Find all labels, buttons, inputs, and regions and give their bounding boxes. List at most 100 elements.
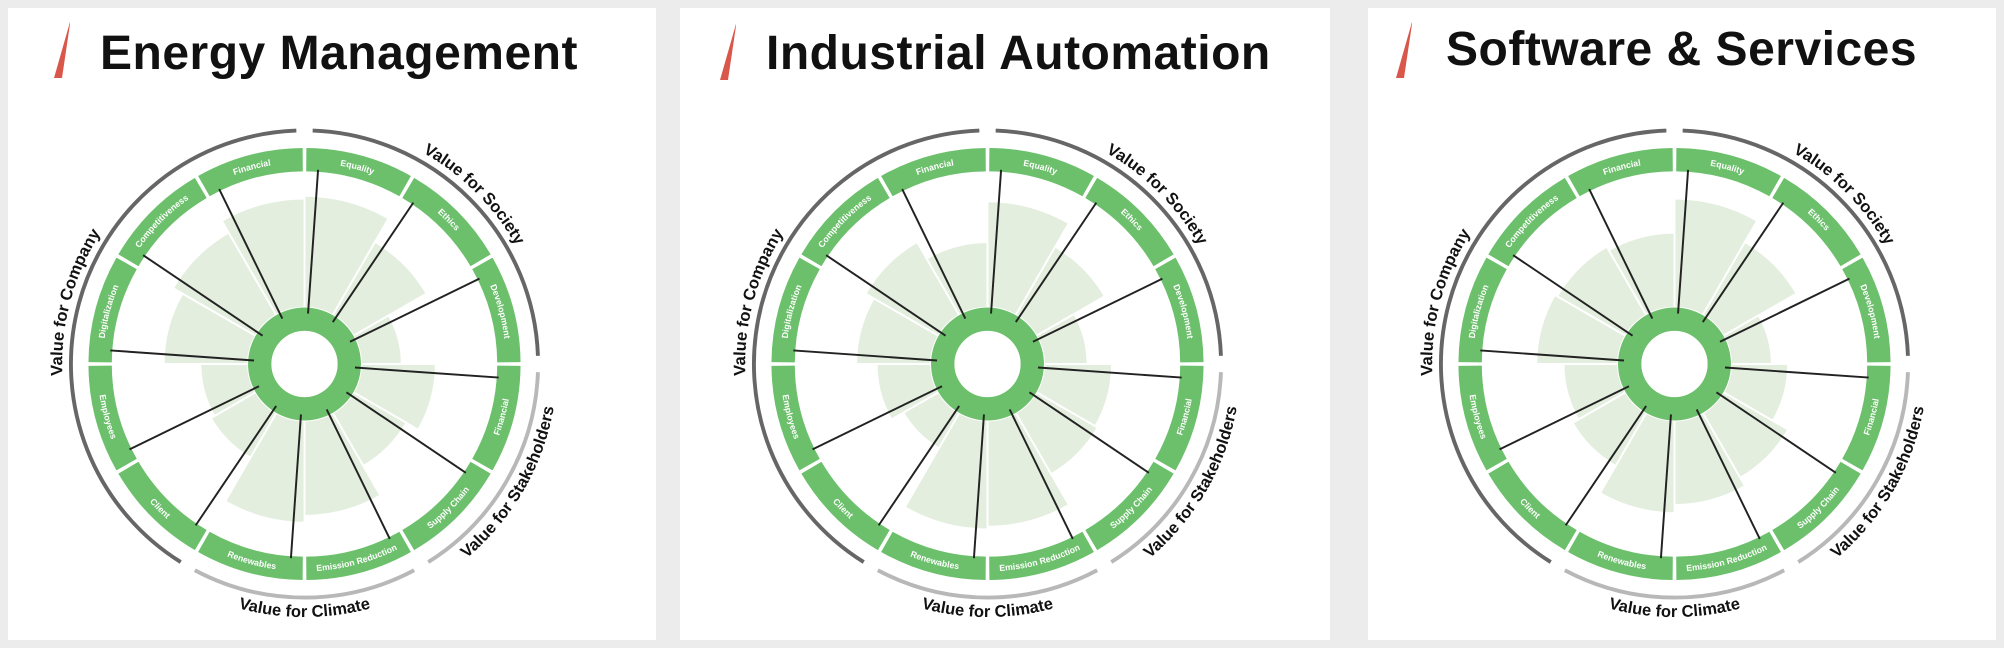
- segment-divider: [289, 414, 302, 559]
- segment-ring: [1488, 177, 1577, 267]
- segment-ring: [1568, 147, 1673, 197]
- segment-divider: [194, 405, 278, 526]
- segment-ring: [881, 531, 986, 581]
- segment-divider: [129, 385, 260, 451]
- segment-ring: [1488, 461, 1577, 551]
- segment-divider: [1512, 254, 1634, 337]
- segment-ring: [881, 147, 986, 197]
- ring-separator: [1152, 254, 1177, 270]
- segment-ring: [1676, 531, 1781, 581]
- segment-label: Competitiveness: [816, 192, 873, 249]
- ring-separator: [1082, 529, 1098, 553]
- group-arc: [876, 568, 1099, 600]
- group-arc: [427, 372, 540, 564]
- segment-divider: [1037, 366, 1182, 379]
- segment-divider: [1659, 414, 1672, 559]
- group-arc: [1110, 372, 1223, 564]
- ring-separator: [877, 175, 893, 199]
- group-arc: [1797, 372, 1910, 564]
- group-arc: [752, 128, 980, 564]
- segment-divider: [218, 188, 284, 319]
- ring-separator: [194, 529, 210, 553]
- panel-title: Software & Services: [1446, 23, 1918, 76]
- segment-divider: [812, 385, 943, 451]
- ring-separator: [798, 458, 823, 474]
- value-wheel-chart: EqualityEthicsDevelopmentFinancialSupply…: [47, 128, 558, 621]
- segment-divider: [307, 169, 320, 314]
- segment-ring: [402, 177, 491, 267]
- segment-divider: [1724, 366, 1869, 379]
- segment-divider: [1014, 202, 1098, 323]
- segment-ring: [1772, 177, 1861, 267]
- segment-ring: [118, 461, 207, 551]
- segment-ring: [1085, 177, 1174, 267]
- segment-ring: [1155, 365, 1204, 471]
- segment-ring: [198, 531, 303, 581]
- group-arc: [1682, 128, 1910, 356]
- segment-ring: [306, 531, 411, 581]
- segment-divider: [793, 349, 938, 362]
- group-arc: [69, 128, 297, 564]
- ring-separator: [798, 254, 823, 270]
- ring-separator: [469, 254, 494, 270]
- ring-separator: [1485, 254, 1510, 270]
- ring-separator: [115, 458, 140, 474]
- segment-ring: [198, 147, 303, 197]
- ring-separator: [115, 254, 140, 270]
- ring-separator: [399, 529, 415, 553]
- segment-ring: [1568, 531, 1673, 581]
- segment-divider: [1028, 391, 1150, 474]
- center-hole: [271, 330, 338, 398]
- segment-divider: [1701, 202, 1785, 323]
- segment-divider: [349, 277, 480, 343]
- ring-separator: [1839, 458, 1864, 474]
- segment-label: Competitiveness: [133, 192, 190, 249]
- segment-divider: [1564, 405, 1648, 526]
- panel-title: Energy Management: [100, 27, 578, 80]
- red-flag-icon: [54, 22, 70, 78]
- segment-ring: [801, 461, 890, 551]
- value-wheel-chart: EqualityEthicsDevelopmentFinancialSupply…: [730, 128, 1241, 621]
- segment-ring: [771, 365, 820, 471]
- segment-divider: [1719, 277, 1850, 343]
- segment-ring: [989, 147, 1094, 197]
- ring-separator: [1564, 529, 1580, 553]
- segment-ring: [402, 461, 491, 551]
- segment-divider: [1032, 277, 1163, 343]
- segment-divider: [1588, 188, 1654, 319]
- inner-ring: [931, 307, 1044, 421]
- segment-divider: [345, 391, 467, 474]
- segment-ring: [118, 177, 207, 267]
- segment-divider: [1008, 409, 1074, 540]
- ring-separator: [877, 529, 893, 553]
- group-arc: [312, 128, 540, 356]
- ring-separator: [1564, 175, 1580, 199]
- panel-title: Industrial Automation: [766, 27, 1271, 80]
- group-arc: [193, 568, 416, 600]
- segment-ring: [1458, 257, 1507, 363]
- segment-divider: [1499, 385, 1630, 451]
- red-flag-icon: [720, 24, 736, 80]
- segment-divider: [1695, 409, 1761, 540]
- group-arc: [1563, 568, 1786, 600]
- segment-ring: [771, 257, 820, 363]
- segment-ring: [1155, 257, 1204, 363]
- segment-divider: [825, 254, 947, 337]
- segment-divider: [1480, 349, 1625, 362]
- segment-divider: [972, 414, 985, 559]
- ring-separator: [1152, 458, 1177, 474]
- segment-divider: [142, 254, 264, 337]
- segment-divider: [354, 366, 499, 379]
- value-wheel-chart: EqualityEthicsDevelopmentFinancialSupply…: [1417, 128, 1928, 621]
- segment-divider: [1715, 391, 1837, 474]
- segment-label: Competitiveness: [1503, 192, 1560, 249]
- ring-separator: [1485, 458, 1510, 474]
- segment-ring: [989, 531, 1094, 581]
- segment-ring: [88, 365, 137, 471]
- segment-divider: [901, 188, 967, 319]
- ring-separator: [1769, 175, 1785, 199]
- inner-ring: [1618, 307, 1731, 421]
- segment-ring: [801, 177, 890, 267]
